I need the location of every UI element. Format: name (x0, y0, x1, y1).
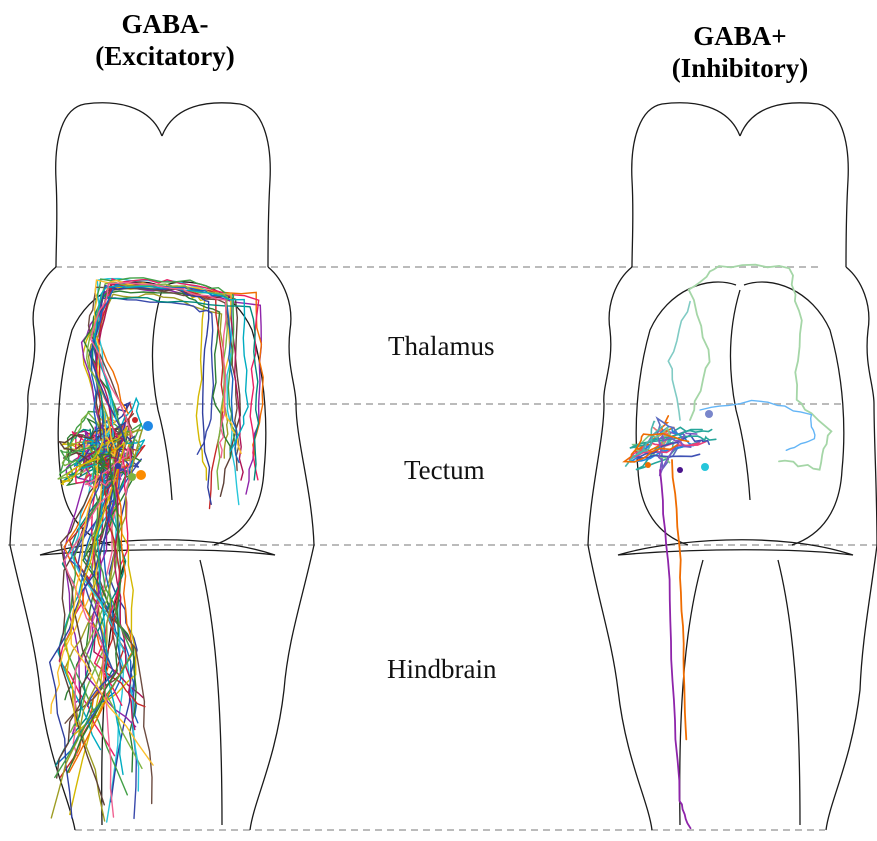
neuron-soma (115, 463, 121, 469)
neuron-soma (677, 467, 683, 473)
region-label-thalamus: Thalamus (388, 331, 494, 362)
brain-outline-left (10, 103, 314, 830)
brain-outline-right (588, 103, 877, 830)
outline-midline-tectum (730, 290, 750, 500)
neuron-soma (136, 470, 146, 480)
neuron-branch (700, 400, 815, 450)
outline-forebrain-left (632, 103, 740, 267)
neuron-branch (689, 265, 832, 470)
neuron-soma (645, 462, 651, 468)
neuron-soma (132, 417, 138, 423)
neuron-soma (705, 410, 713, 418)
outline-forebrain-left (56, 103, 162, 267)
neuron-soma (128, 473, 136, 481)
outline-forebrain-right (740, 103, 848, 267)
outline-tectum-left-lobe (636, 282, 736, 545)
outline-tectum-right-lobe (744, 282, 844, 545)
outline-cerebellum-plate (618, 540, 853, 555)
neuron-branch (668, 302, 690, 420)
region-label-hindbrain: Hindbrain (387, 654, 496, 685)
outline-hindbrain-right (200, 560, 222, 825)
outline-body-right (250, 267, 314, 830)
neuron-soma (701, 463, 709, 471)
region-label-tectum: Tectum (404, 455, 485, 486)
outline-midline-tectum (152, 290, 172, 500)
outline-hindbrain-left (680, 560, 703, 825)
outline-forebrain-right (162, 103, 270, 267)
outline-hindbrain-right (778, 560, 800, 825)
neuron-soma (143, 421, 153, 431)
outline-body-right (826, 267, 877, 830)
